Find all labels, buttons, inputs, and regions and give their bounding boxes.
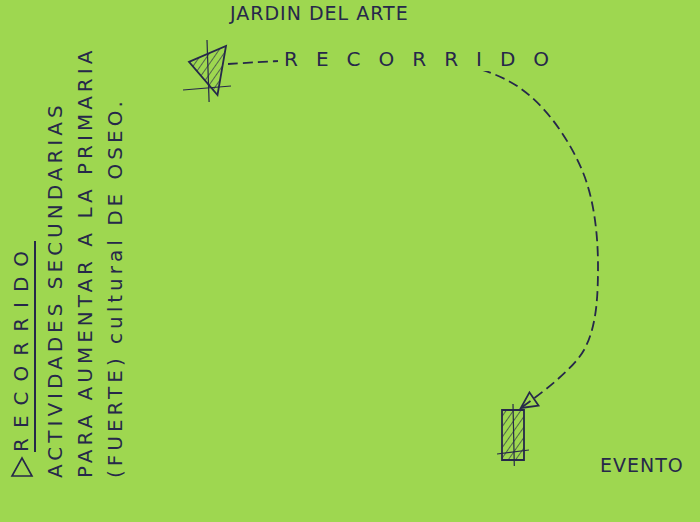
garden-triangle: JARDIN DEL ARTE [186,44,228,98]
route-label: RECORRIDO [278,47,567,71]
sketch-stroke [497,450,529,454]
hatched-shape [500,408,526,462]
sketch-stroke [183,86,231,90]
note-heading: RECORRIDO [8,241,36,452]
route-arc [228,55,598,408]
arrow-triangle [10,456,34,478]
hatched-shape [186,44,228,98]
note-text: ACTIVIDADES SECUNDARIAS PARA AUMENTAR A … [40,28,130,478]
sketch-stroke [513,404,514,466]
place-name: JARDIN DEL ARTE [230,2,409,24]
event-block: EVENTO [500,408,526,462]
place-name: EVENTO [600,454,684,476]
note-block: RECORRIDOACTIVIDADES SECUNDARIAS PARA AU… [8,28,158,478]
sketch-stroke [207,40,209,102]
